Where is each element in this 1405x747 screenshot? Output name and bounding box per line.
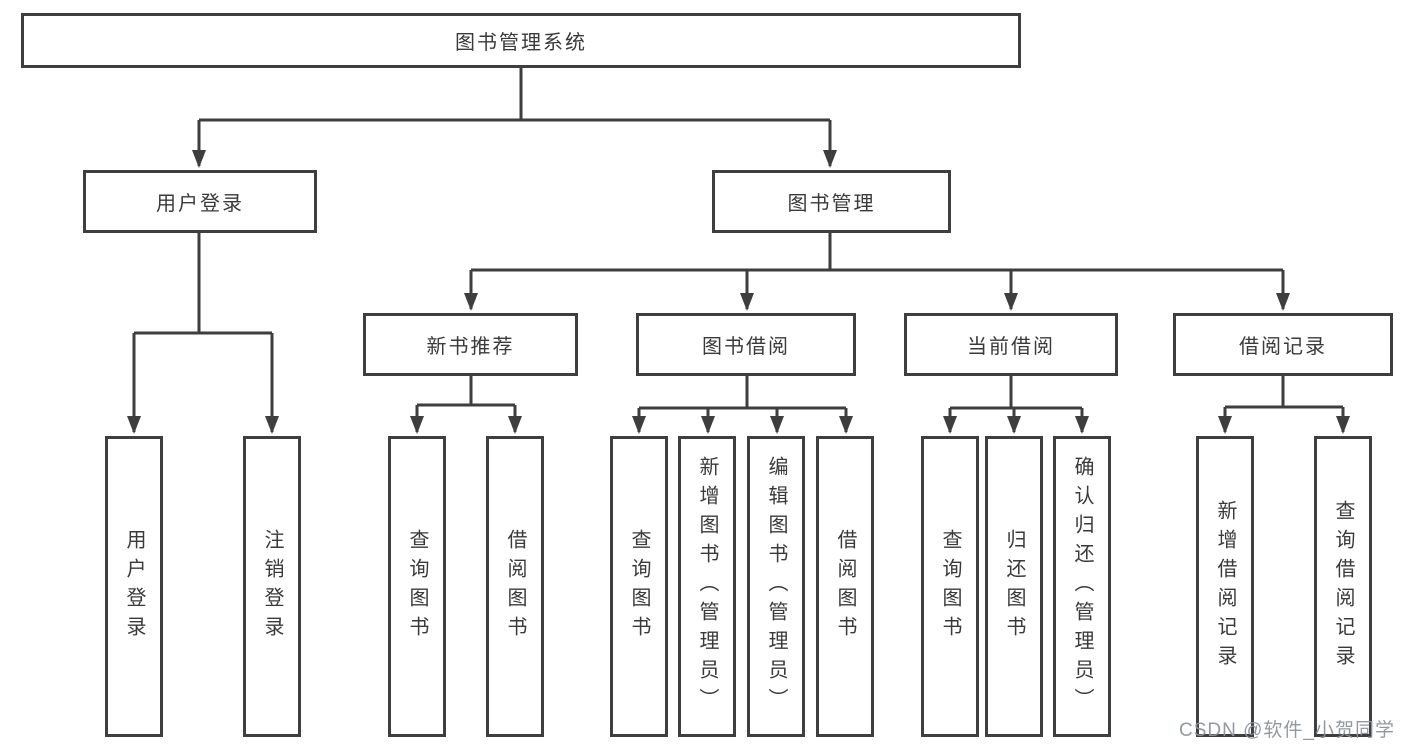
leaf-edit-book-admin: 编辑图书（管理员） [747, 436, 805, 737]
node-current-borrow-label: 当前借阅 [967, 336, 1055, 358]
node-book-borrow-label: 图书借阅 [702, 336, 790, 358]
node-book-borrow: 图书借阅 [636, 313, 856, 376]
leaf-query-borrow-record: 查询借阅记录 [1314, 436, 1372, 737]
node-root: 图书管理系统 [21, 13, 1021, 68]
leaf-edit-book-admin-label: 编辑图书（管理员） [765, 456, 787, 717]
node-current-borrow: 当前借阅 [904, 313, 1118, 376]
leaf-query-book-borrow: 查询图书 [610, 436, 668, 737]
leaf-add-book-admin-label: 新增图书（管理员） [696, 456, 718, 717]
leaf-query-book-current: 查询图书 [921, 436, 979, 737]
leaf-add-borrow-record: 新增借阅记录 [1196, 436, 1254, 737]
leaf-return-book-label: 归还图书 [1003, 528, 1025, 645]
leaf-borrow-book-recommend-label: 借阅图书 [504, 528, 526, 645]
leaf-borrow-book-label: 借阅图书 [834, 528, 856, 645]
leaf-query-book-recommend-label: 查询图书 [406, 528, 428, 645]
node-root-label: 图书管理系统 [455, 32, 587, 54]
leaf-borrow-book: 借阅图书 [816, 436, 874, 737]
leaf-logout: 注销登录 [243, 436, 301, 737]
leaf-confirm-return-admin: 确认归还（管理员） [1053, 436, 1111, 737]
node-user-login-group: 用户登录 [83, 170, 317, 233]
leaf-logout-label: 注销登录 [261, 528, 283, 645]
leaf-query-book-current-label: 查询图书 [939, 528, 961, 645]
leaf-query-borrow-record-label: 查询借阅记录 [1332, 499, 1354, 674]
leaf-return-book: 归还图书 [985, 436, 1043, 737]
leaf-confirm-return-admin-label: 确认归还（管理员） [1071, 456, 1093, 717]
leaf-query-book-recommend: 查询图书 [388, 436, 446, 737]
csdn-watermark: CSDN @软件_小贺同学 [1179, 720, 1395, 741]
leaf-user-login-label: 用户登录 [123, 528, 145, 645]
leaf-query-book-borrow-label: 查询图书 [628, 528, 650, 645]
node-user-login-group-label: 用户登录 [156, 193, 244, 215]
leaf-add-borrow-record-label: 新增借阅记录 [1214, 499, 1236, 674]
node-book-management-label: 图书管理 [787, 193, 876, 215]
leaf-user-login: 用户登录 [105, 436, 163, 737]
leaf-borrow-book-recommend: 借阅图书 [486, 436, 544, 737]
leaf-add-book-admin: 新增图书（管理员） [678, 436, 736, 737]
node-borrow-records: 借阅记录 [1173, 313, 1393, 376]
node-new-book-recommend: 新书推荐 [363, 313, 578, 376]
node-new-book-recommend-label: 新书推荐 [426, 336, 515, 358]
node-borrow-records-label: 借阅记录 [1239, 336, 1327, 358]
node-book-management: 图书管理 [712, 170, 951, 233]
